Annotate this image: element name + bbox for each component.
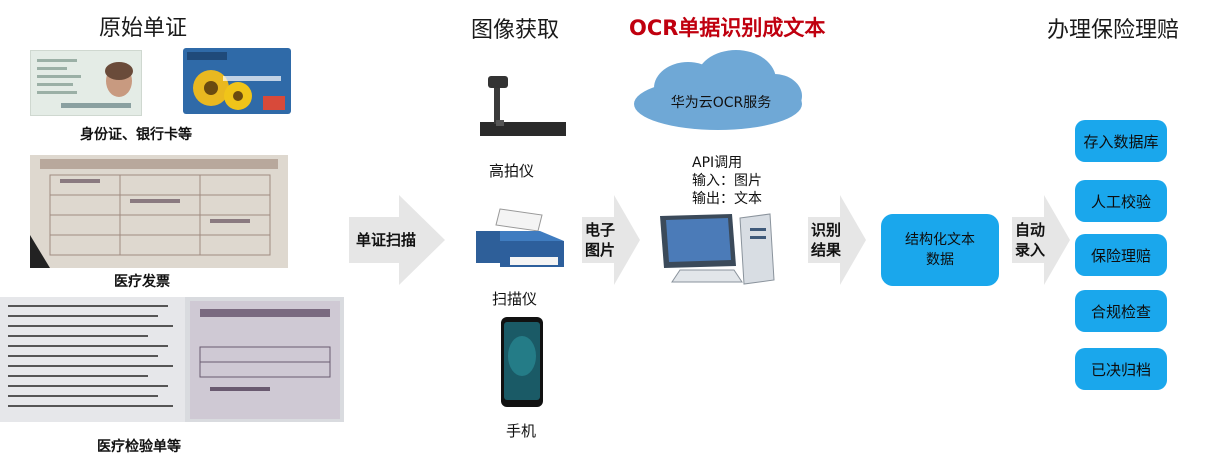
medical-invoice-image	[30, 155, 288, 268]
id-card-image	[30, 50, 142, 116]
id-bank-caption: 身份证、银行卡等	[80, 127, 192, 143]
structured-data-line2: 数据	[926, 252, 954, 268]
e-image-arrow-label: 电子 图片	[584, 221, 615, 259]
structured-data-line1: 结构化文本	[905, 232, 975, 248]
invoice-caption: 医疗发票	[114, 274, 170, 290]
phone-icon	[500, 316, 544, 408]
scan-arrow: 单证扫描	[349, 195, 445, 285]
auto-entry-arrow: 自动 录入	[1012, 195, 1070, 285]
e-image-arrow: 电子 图片	[582, 195, 640, 285]
outcome-insurance-claim: 保险理赔	[1075, 234, 1167, 276]
scanner-label: 扫描仪	[492, 290, 538, 308]
bank-card-image	[183, 48, 291, 114]
computer-icon	[650, 208, 778, 290]
document-camera-label: 高拍仪	[489, 162, 535, 180]
api-info: API调用 输入：图片 输出：文本	[692, 154, 762, 208]
api-input-line: 输入：图片	[692, 173, 762, 189]
heading-original-documents: 原始单证	[99, 16, 188, 41]
scanner-icon	[470, 205, 570, 273]
api-call-line: API调用	[692, 155, 743, 171]
cloud-icon	[628, 44, 808, 134]
heading-image-acquisition: 图像获取	[471, 18, 560, 43]
lab-report-image	[0, 297, 344, 422]
api-output-line: 输出：文本	[692, 191, 762, 207]
heading-insurance-claims: 办理保险理赔	[1047, 18, 1180, 43]
auto-entry-arrow-label: 自动 录入	[1014, 221, 1045, 259]
phone-label: 手机	[506, 422, 537, 440]
outcome-store-database: 存入数据库	[1075, 120, 1167, 162]
document-camera-icon	[470, 70, 570, 140]
recognize-arrow: 识别 结果	[808, 195, 866, 285]
outcome-manual-check: 人工校验	[1075, 180, 1167, 222]
scan-arrow-label: 单证扫描	[355, 231, 416, 249]
outcome-compliance-check: 合规检查	[1075, 290, 1167, 332]
heading-ocr: OCR单据识别成文本	[629, 16, 826, 40]
outcome-archive: 已决归档	[1075, 348, 1167, 390]
recognize-arrow-label: 识别 结果	[810, 221, 841, 259]
structured-data-box: 结构化文本 数据	[881, 214, 999, 286]
lab-caption: 医疗检验单等	[97, 439, 181, 455]
ocr-service-label: 华为云OCR服务	[670, 95, 772, 111]
